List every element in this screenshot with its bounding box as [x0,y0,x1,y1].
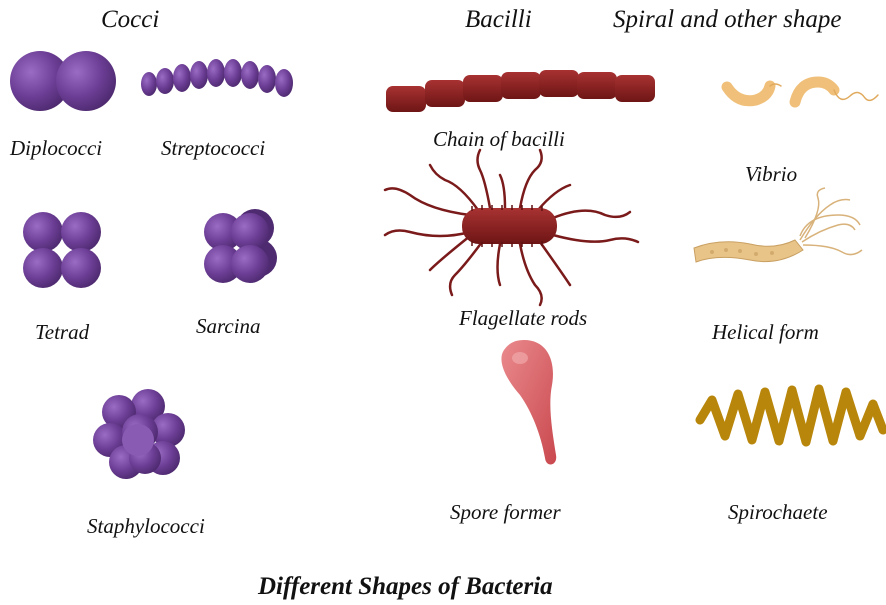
diplococci-illustration [10,51,116,111]
tetrad-illustration [23,212,101,288]
spore-former-illustration [501,340,556,464]
spirochaete-illustration [700,389,883,442]
helical-form-illustration [694,188,862,262]
staphylococci-illustration [93,389,185,479]
vibrio-illustration [727,82,878,102]
chain-of-bacilli-illustration [386,70,655,112]
streptococci-illustration [141,59,293,97]
flagellate-rod-illustration [385,150,638,305]
sarcina-illustration [204,209,277,283]
